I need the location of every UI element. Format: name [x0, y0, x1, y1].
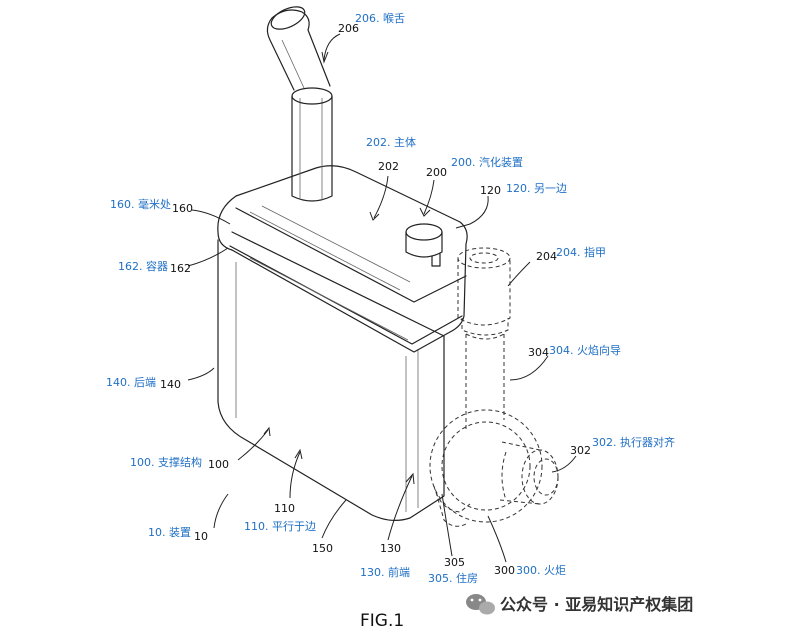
wechat-icon: [466, 594, 495, 615]
callout-300-label: 300. 火炬: [516, 564, 566, 577]
callout-305-label: 305. 住房: [428, 571, 478, 585]
callout-162-label: 162. 容器: [118, 259, 168, 273]
callout-202-num: 202: [378, 160, 399, 173]
callout-150-num: 150: [312, 542, 333, 555]
vaporizer: [405, 231, 443, 258]
callout-204-num: 204: [536, 250, 557, 263]
callout-162-num: 162: [170, 262, 191, 275]
callout-10-num: 10: [194, 530, 208, 543]
box-body: [217, 231, 445, 521]
lid: [217, 165, 468, 353]
callout-206-num: 206: [338, 22, 359, 35]
callouts: 206 206. 喉舌 202. 主体 202 200 200. 汽化装置 12…: [106, 12, 675, 585]
callout-302-num: 302: [570, 444, 591, 457]
callout-160-num: 160: [172, 202, 193, 215]
mouthpiece: [266, 9, 331, 91]
fingernail-part: [457, 258, 511, 326]
callout-100-label: 100. 支撑结构: [130, 455, 202, 469]
callout-160-label: 160. 毫米处: [110, 197, 171, 211]
callout-304-num: 304: [528, 346, 549, 359]
figure-label: FIG.1: [360, 611, 404, 631]
callout-204-label: 204. 指甲: [556, 245, 606, 259]
callout-304-label: 304. 火焰向导: [549, 343, 621, 357]
callout-120-label: 120. 另一边: [506, 182, 567, 195]
callout-10-label: 10. 装置: [148, 526, 191, 539]
callout-120-num: 120: [480, 184, 501, 197]
callout-206-label: 206. 喉舌: [355, 12, 405, 25]
callout-110-num: 110: [274, 502, 295, 515]
callout-200-label: 200. 汽化装置: [451, 155, 523, 169]
flame-guide: [465, 334, 505, 430]
callout-202-label: 202. 主体: [366, 135, 416, 149]
watermark-text: 公众号 · 亚易知识产权集团: [500, 595, 693, 614]
watermark: 公众号 · 亚易知识产权集团: [466, 594, 693, 615]
callout-300-num: 300: [494, 564, 515, 577]
stem: [291, 95, 333, 202]
callout-140-label: 140. 后端: [106, 376, 156, 389]
callout-302-label: 302. 执行器对齐: [592, 435, 675, 449]
device-drawing: [217, 6, 559, 527]
callout-200-num: 200: [426, 166, 447, 179]
torch-housing: [429, 409, 543, 523]
callout-100-num: 100: [208, 458, 229, 471]
callout-305-num: 305: [444, 556, 465, 569]
callout-110-label: 110. 平行于边: [244, 520, 316, 533]
callout-130-label: 130. 前端: [360, 565, 410, 579]
leader-lines: [187, 33, 577, 563]
callout-140-num: 140: [160, 378, 181, 391]
callout-130-num: 130: [380, 542, 401, 555]
